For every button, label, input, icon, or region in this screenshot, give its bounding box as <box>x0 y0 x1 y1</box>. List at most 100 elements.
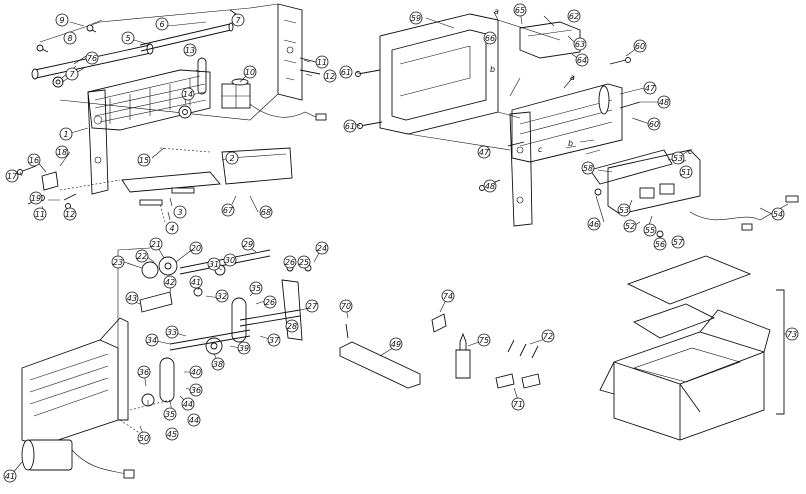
callout-73: 73 <box>787 330 797 339</box>
callout-64: 64 <box>577 56 587 65</box>
callout-34: 34 <box>147 336 157 345</box>
callout-29: 29 <box>243 240 253 249</box>
marker-b2: b <box>568 139 573 148</box>
callout-14: 14 <box>183 90 193 99</box>
callout-24: 24 <box>317 244 327 253</box>
callout-7: 7 <box>69 70 75 79</box>
marker-b: b <box>490 65 495 74</box>
callout-51: 51 <box>681 168 691 177</box>
callout-60: 60 <box>649 120 659 129</box>
marker-c2: c <box>688 147 693 156</box>
callout-20: 20 <box>191 244 201 253</box>
callout-28: 28 <box>287 322 297 331</box>
callout-36: 36 <box>139 368 149 377</box>
callout-44: 44 <box>183 400 193 409</box>
callout-36: 36 <box>191 386 201 395</box>
callout-65: 65 <box>515 6 525 15</box>
top-right-assembly <box>355 13 799 244</box>
callout-52: 52 <box>625 222 635 231</box>
marker-a2: a <box>570 73 575 82</box>
callout-66: 66 <box>485 34 495 43</box>
callout-76: 76 <box>87 54 97 63</box>
callout-9: 9 <box>59 16 64 25</box>
callout-33: 33 <box>167 328 177 337</box>
callout-50: 50 <box>139 434 149 443</box>
callout-2: 2 <box>229 154 234 163</box>
callout-70: 70 <box>341 302 351 311</box>
callout-61: 61 <box>341 68 351 77</box>
callout-53: 53 <box>673 154 683 163</box>
callout-21: 21 <box>151 240 161 249</box>
callout-42: 42 <box>165 278 175 287</box>
callout-57: 57 <box>673 238 684 247</box>
bottom-middle-parts <box>339 313 541 389</box>
callout-31: 31 <box>209 260 219 269</box>
callout-23: 23 <box>113 258 123 267</box>
callout-5: 5 <box>125 34 130 43</box>
callout-59: 59 <box>411 14 421 23</box>
marker-c: c <box>538 145 543 154</box>
callout-41: 41 <box>5 472 15 481</box>
callout-56: 56 <box>655 240 665 249</box>
callout-6: 6 <box>159 20 164 29</box>
callout-3: 3 <box>177 208 182 217</box>
callout-45: 45 <box>167 430 177 439</box>
callout-16: 16 <box>29 156 39 165</box>
callout-26: 26 <box>285 258 295 267</box>
callout-17: 17 <box>7 172 18 181</box>
callout-10: 10 <box>245 68 255 77</box>
callout-30: 30 <box>225 256 235 265</box>
callout-18: 18 <box>57 148 67 157</box>
callout-40: 40 <box>191 368 201 377</box>
packaging-kit <box>599 255 785 441</box>
callout-47: 47 <box>479 148 490 157</box>
callout-labels: 9 8 5 6 7 7 76 13 10 11 12 14 1 15 2 16 … <box>5 6 797 481</box>
callout-22: 22 <box>137 252 147 261</box>
callout-47: 47 <box>645 84 656 93</box>
callout-54: 54 <box>773 210 783 219</box>
callout-15: 15 <box>139 156 149 165</box>
callout-39: 39 <box>239 344 249 353</box>
callout-4: 4 <box>169 224 174 233</box>
callout-35: 35 <box>165 410 175 419</box>
callout-38: 38 <box>213 360 223 369</box>
callout-26: 26 <box>265 298 275 307</box>
callout-35: 35 <box>251 284 261 293</box>
marker-a: a <box>494 7 499 16</box>
callout-68: 68 <box>261 208 271 217</box>
callout-67: 67 <box>223 206 234 215</box>
callout-43: 43 <box>127 294 137 303</box>
callout-48: 48 <box>659 98 669 107</box>
callout-61: 61 <box>345 122 355 131</box>
callout-74: 74 <box>443 292 453 301</box>
callout-7: 7 <box>235 16 241 25</box>
callout-44: 44 <box>189 416 199 425</box>
callout-72: 72 <box>543 332 553 341</box>
callout-60: 60 <box>635 42 645 51</box>
callout-71: 71 <box>513 400 523 409</box>
callout-25: 25 <box>299 258 309 267</box>
callout-8: 8 <box>67 34 72 43</box>
callout-19: 19 <box>31 194 41 203</box>
letter-markers: a b a b c c <box>490 7 693 156</box>
callout-12: 12 <box>65 210 75 219</box>
callout-37: 37 <box>269 336 280 345</box>
callout-13: 13 <box>185 46 195 55</box>
callout-11: 11 <box>317 58 327 67</box>
callout-27: 27 <box>307 302 318 311</box>
callout-11: 11 <box>35 210 45 219</box>
callout-75: 75 <box>479 336 489 345</box>
callout-1: 1 <box>63 130 68 139</box>
callout-55: 55 <box>645 226 655 235</box>
callout-53b: 53 <box>619 206 629 215</box>
callout-62: 62 <box>569 12 579 21</box>
callout-32: 32 <box>217 292 227 301</box>
callout-46: 46 <box>589 220 599 229</box>
callout-41: 41 <box>191 278 201 287</box>
callout-63: 63 <box>575 40 585 49</box>
callout-bubbles <box>3 3 799 483</box>
top-left-assembly <box>17 3 327 223</box>
callout-69: 49 <box>391 340 401 349</box>
